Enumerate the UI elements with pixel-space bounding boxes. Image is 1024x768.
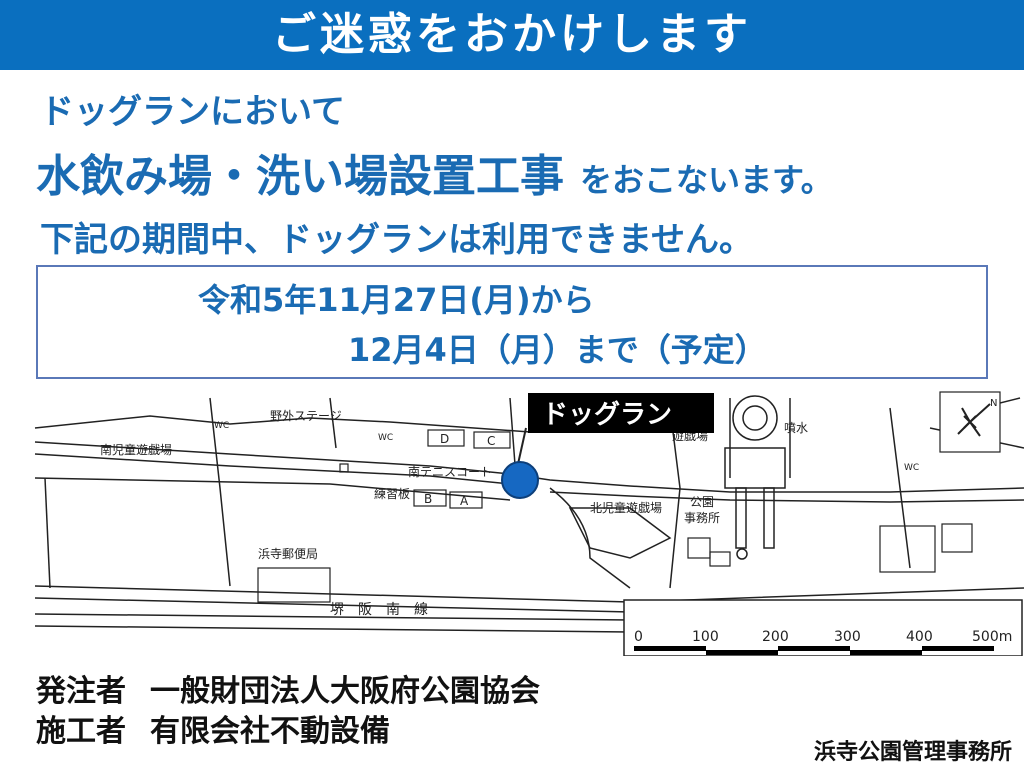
scale-bar [623,599,1023,656]
road-label: 堺 阪 南 線 [330,602,428,618]
map-roads [34,397,1024,633]
fountain-label: 噴水 [784,421,808,435]
dog-run-callout: ドッグラン [542,400,672,430]
orderer-line: 発注者一般財団法人大阪府公園協会 [36,666,540,710]
park-map: D C B A WC WC WC 野外ステージ 南児童遊戯場 南テニスコート 練… [34,391,1024,656]
park-office-label-1: 公園 [690,495,714,509]
office-name: 浜寺公園管理事務所 [813,740,1012,765]
orderer-value: 一般財団法人大阪府公園協会 [150,674,540,709]
court-a-label: A [460,494,469,508]
outdoor-stage-label: 野外ステージ [270,409,342,423]
period-start: 令和5年11月27日(月)から [198,281,595,319]
scale-tick-3: 300 [834,629,861,645]
construction-suffix: をおこないます。 [580,161,833,199]
court-d-label: D [440,432,449,446]
post-office-label: 浜寺郵便局 [258,547,318,561]
period-box: 令和5年11月27日(月)から 12月4日（月）まで（予定） [36,265,988,379]
south-playground-label: 南児童遊戯場 [100,442,172,457]
north-playground-label: 北児童遊戯場 [590,500,662,515]
compass-north: N [990,398,997,409]
practice-board-label: 練習板 [374,487,410,501]
wc-label-1: WC [214,421,229,431]
park-office-label-2: 事務所 [684,511,720,525]
fountain [724,395,786,560]
notice-banner: ご迷惑をおかけします [0,0,1024,70]
buildings [257,463,973,603]
scale-tick-2: 200 [762,629,789,645]
orderer-label: 発注者 [36,674,126,709]
south-tennis-label: 南テニスコート [408,464,492,479]
scale-tick-0: 0 [634,629,643,645]
dog-run-marker [501,427,539,499]
notice-line-3: 下記の期間中、ドッグランは利用できません。 [40,220,753,260]
period-end: 12月4日（月）まで（予定） [348,331,767,369]
court-b-label: B [424,492,432,506]
wc-label-2: WC [378,433,393,443]
notice-line-2: 水飲み場・洗い場設置工事をおこないます。 [36,140,833,204]
scale-tick-4: 400 [906,629,933,645]
notice-line-1: ドッグランにおいて [40,92,345,132]
wc-label-3: WC [904,463,919,473]
compass-icon [939,391,1001,453]
contractor-label: 施工者 [36,714,126,749]
scale-tick-1: 100 [692,629,719,645]
banner-title: ご迷惑をおかけします [272,9,752,60]
dog-run-callout-box [528,393,714,433]
scale-tick-5: 500m [972,629,1012,645]
court-c-label: C [487,434,495,448]
contractor-line: 施工者有限会社不動設備 [36,706,390,750]
tennis-courts [413,429,511,509]
construction-title: 水飲み場・洗い場設置工事 [36,151,564,202]
contractor-value: 有限会社不動設備 [150,714,390,749]
